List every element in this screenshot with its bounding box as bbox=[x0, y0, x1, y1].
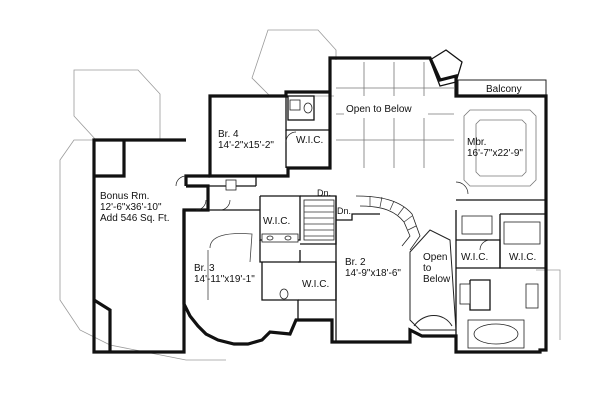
wic-hall-label: W.I.C. bbox=[263, 216, 290, 227]
door-swings bbox=[175, 131, 491, 251]
wic-master-right-label: W.I.C. bbox=[509, 252, 536, 263]
open-below-line2: to bbox=[423, 263, 432, 274]
room-labels: Br. 4 14'-2"x15'-2" W.I.C. Mbr. 16'-7"x2… bbox=[100, 129, 536, 290]
stairs bbox=[303, 195, 421, 251]
bonus-name: Bonus Rm. bbox=[100, 191, 149, 202]
open-below-line3: Below bbox=[423, 274, 451, 285]
br2-name: Br. 2 bbox=[345, 257, 366, 268]
open-to-below-top-label: Open to Below bbox=[346, 104, 412, 115]
mbr-name: Mbr. bbox=[467, 137, 486, 148]
br4-dim: 14'-2"x15'-2" bbox=[218, 140, 274, 151]
br4-name: Br. 4 bbox=[218, 129, 239, 140]
balcony: Balcony bbox=[457, 79, 547, 97]
stair-dn-upper: Dn. bbox=[317, 188, 331, 198]
fixtures bbox=[225, 99, 541, 349]
br3-name: Br. 3 bbox=[194, 263, 215, 274]
stair-dn-lower: Dn. bbox=[337, 206, 351, 216]
open-below-line1: Open bbox=[423, 252, 447, 263]
exterior-walls bbox=[92, 56, 548, 354]
mbr-dim: 16'-7"x22'-9" bbox=[467, 148, 523, 159]
br2-dim: 14'-9"x18'-6" bbox=[345, 268, 401, 279]
wic-master-left-label: W.I.C. bbox=[461, 252, 488, 263]
wic-br3-label: W.I.C. bbox=[302, 279, 329, 290]
br3-window-bay bbox=[207, 233, 253, 300]
bonus-dim: 12'-6"x36'-10" bbox=[100, 202, 162, 213]
open-to-below-stair-void bbox=[409, 229, 457, 331]
br3-dim: 14'-11"x19'-1" bbox=[194, 274, 255, 285]
bonus-add: Add 546 Sq. Ft. bbox=[100, 213, 170, 224]
master-tray-ceiling bbox=[463, 109, 537, 187]
balcony-label: Balcony bbox=[486, 84, 522, 95]
open-to-below-upper: Open to Below bbox=[334, 49, 463, 170]
wic-br4-label: W.I.C. bbox=[296, 135, 323, 146]
